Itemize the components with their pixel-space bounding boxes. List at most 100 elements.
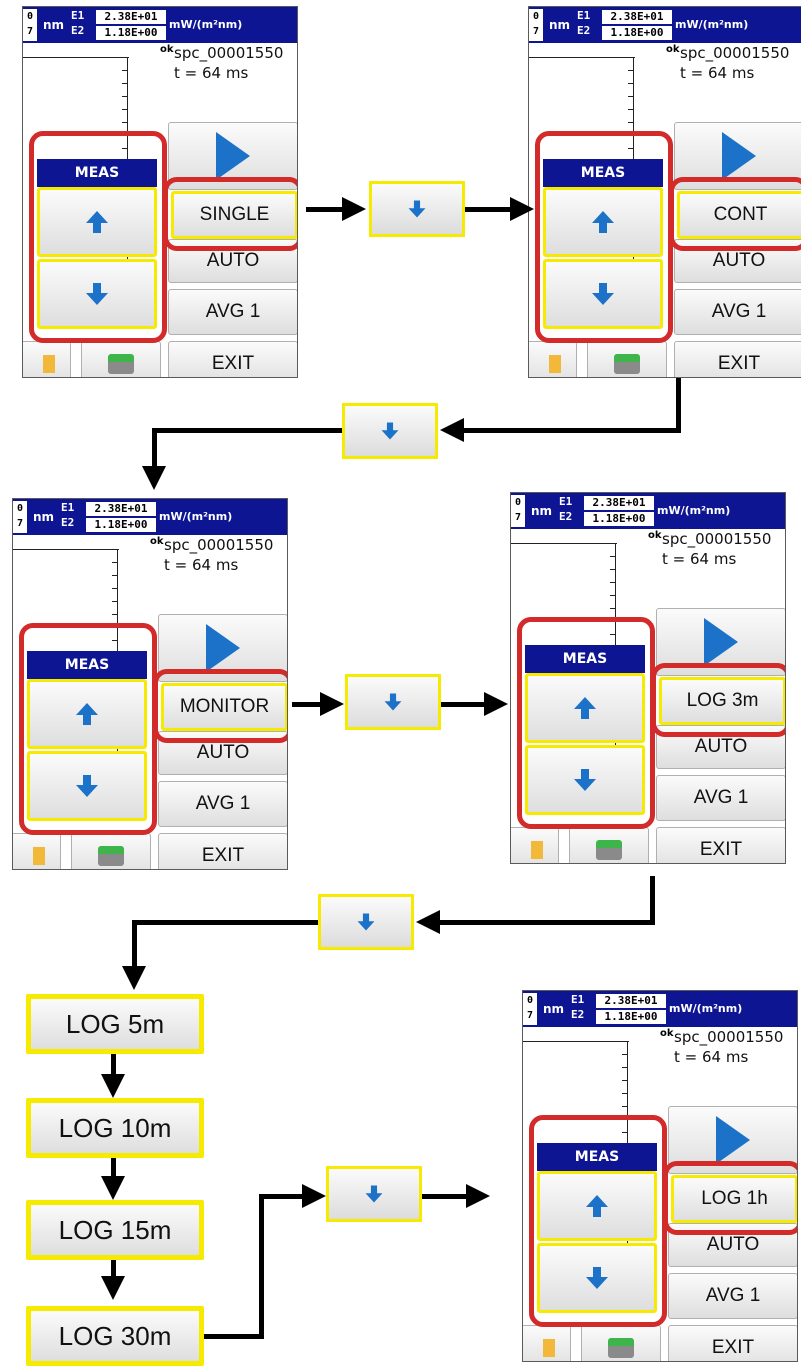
arrow-down-icon (384, 693, 402, 711)
flow-arrowhead (466, 1184, 490, 1208)
nm-label: nm (43, 18, 65, 32)
meas-down-button[interactable] (27, 751, 147, 821)
folder-button[interactable] (523, 1325, 571, 1361)
folder-button[interactable] (23, 341, 71, 377)
flow-arrowhead (122, 966, 146, 990)
mode-button[interactable]: LOG 3m (659, 677, 785, 725)
meas-up-button[interactable] (543, 187, 663, 257)
flow-line (111, 1158, 116, 1184)
save-disk-icon (596, 840, 622, 860)
meas-up-button[interactable] (525, 673, 645, 743)
arrow-down-icon (408, 200, 426, 218)
e1-value: 2.38E+01 (86, 502, 156, 516)
e2-label: E2 (577, 24, 591, 37)
save-disk-icon (614, 354, 640, 374)
mode-callout (153, 669, 287, 743)
down-key-button[interactable] (342, 403, 438, 459)
meas-label: MEAS (27, 651, 147, 679)
avg-button[interactable]: AVG 1 (674, 289, 801, 335)
e2-value: 1.18E+00 (596, 1010, 666, 1024)
flow-line (132, 920, 318, 925)
arrow-down-icon (86, 283, 108, 305)
flow-arrowhead (484, 692, 508, 716)
save-button[interactable] (81, 341, 161, 377)
exit-button[interactable]: EXIT (674, 341, 801, 377)
folder-icon (549, 355, 561, 373)
flow-arrowhead (101, 1276, 125, 1300)
meas-up-button[interactable] (37, 187, 157, 257)
unit-label: mW/(m²nm) (669, 1002, 743, 1015)
save-button[interactable] (587, 341, 667, 377)
flow-line (436, 920, 655, 925)
mode-button[interactable]: CONT (677, 191, 801, 239)
status-ok: ok (660, 1028, 674, 1039)
exit-button[interactable]: EXIT (168, 341, 297, 377)
arrow-down-icon (76, 775, 98, 797)
e1-label: E1 (571, 993, 585, 1006)
avg-button[interactable]: AVG 1 (168, 289, 297, 335)
arrow-up-icon (86, 211, 108, 233)
save-button[interactable] (569, 827, 649, 863)
save-disk-icon (108, 354, 134, 374)
meas-down-button[interactable] (537, 1243, 657, 1313)
down-key-button[interactable] (369, 181, 465, 237)
e1-label: E1 (71, 9, 85, 22)
flow-line (111, 1054, 116, 1080)
exit-button[interactable]: EXIT (158, 833, 287, 869)
meas-down-button[interactable] (543, 259, 663, 329)
status-ok: ok (666, 44, 680, 55)
exit-button[interactable]: EXIT (668, 1325, 797, 1361)
log-5m-button[interactable]: LOG 5m (26, 994, 204, 1054)
flow-line (259, 1194, 264, 1339)
down-key-button[interactable] (326, 1166, 422, 1222)
file-name: spc_00001550 (662, 530, 772, 548)
file-name: spc_00001550 (164, 536, 274, 554)
play-icon (722, 132, 756, 180)
folder-icon (33, 847, 45, 865)
log-30m-button[interactable]: LOG 30m (26, 1306, 204, 1366)
avg-button[interactable]: AVG 1 (668, 1273, 797, 1319)
folder-icon (531, 841, 543, 859)
meas-down-button[interactable] (37, 259, 157, 329)
folder-button[interactable] (13, 833, 61, 869)
folder-button[interactable] (529, 341, 577, 377)
flow-arrowhead (440, 418, 464, 442)
mode-button[interactable]: LOG 1h (671, 1175, 797, 1223)
mode-button[interactable]: MONITOR (161, 683, 287, 731)
e1-value: 2.38E+01 (96, 10, 166, 24)
log-10m-button[interactable]: LOG 10m (26, 1098, 204, 1158)
flow-arrowhead (101, 1074, 125, 1098)
e2-value: 1.18E+00 (584, 512, 654, 526)
log-15m-button[interactable]: LOG 15m (26, 1200, 204, 1260)
mode-button[interactable]: SINGLE (171, 191, 297, 239)
flow-line (465, 207, 515, 212)
save-button[interactable] (71, 833, 151, 869)
unit-label: mW/(m²nm) (159, 510, 233, 523)
flow-line (676, 378, 681, 432)
exit-button[interactable]: EXIT (656, 827, 785, 863)
flow-line (259, 1194, 309, 1199)
meas-down-button[interactable] (525, 745, 645, 815)
down-key-button[interactable] (345, 674, 441, 730)
meas-label: MEAS (543, 159, 663, 187)
meas-up-button[interactable] (27, 679, 147, 749)
mode-callout (663, 1161, 797, 1235)
down-key-button[interactable] (318, 894, 414, 950)
mode-callout (651, 663, 785, 737)
integration-time: t = 64 ms (164, 556, 239, 574)
meas-up-button[interactable] (537, 1171, 657, 1241)
folder-icon (43, 355, 55, 373)
arrow-up-icon (574, 697, 596, 719)
flow-line (460, 428, 681, 433)
play-icon (216, 132, 250, 180)
save-button[interactable] (581, 1325, 661, 1361)
avg-button[interactable]: AVG 1 (656, 775, 785, 821)
avg-button[interactable]: AVG 1 (158, 781, 287, 827)
meas-label: MEAS (537, 1143, 657, 1171)
folder-button[interactable] (511, 827, 559, 863)
